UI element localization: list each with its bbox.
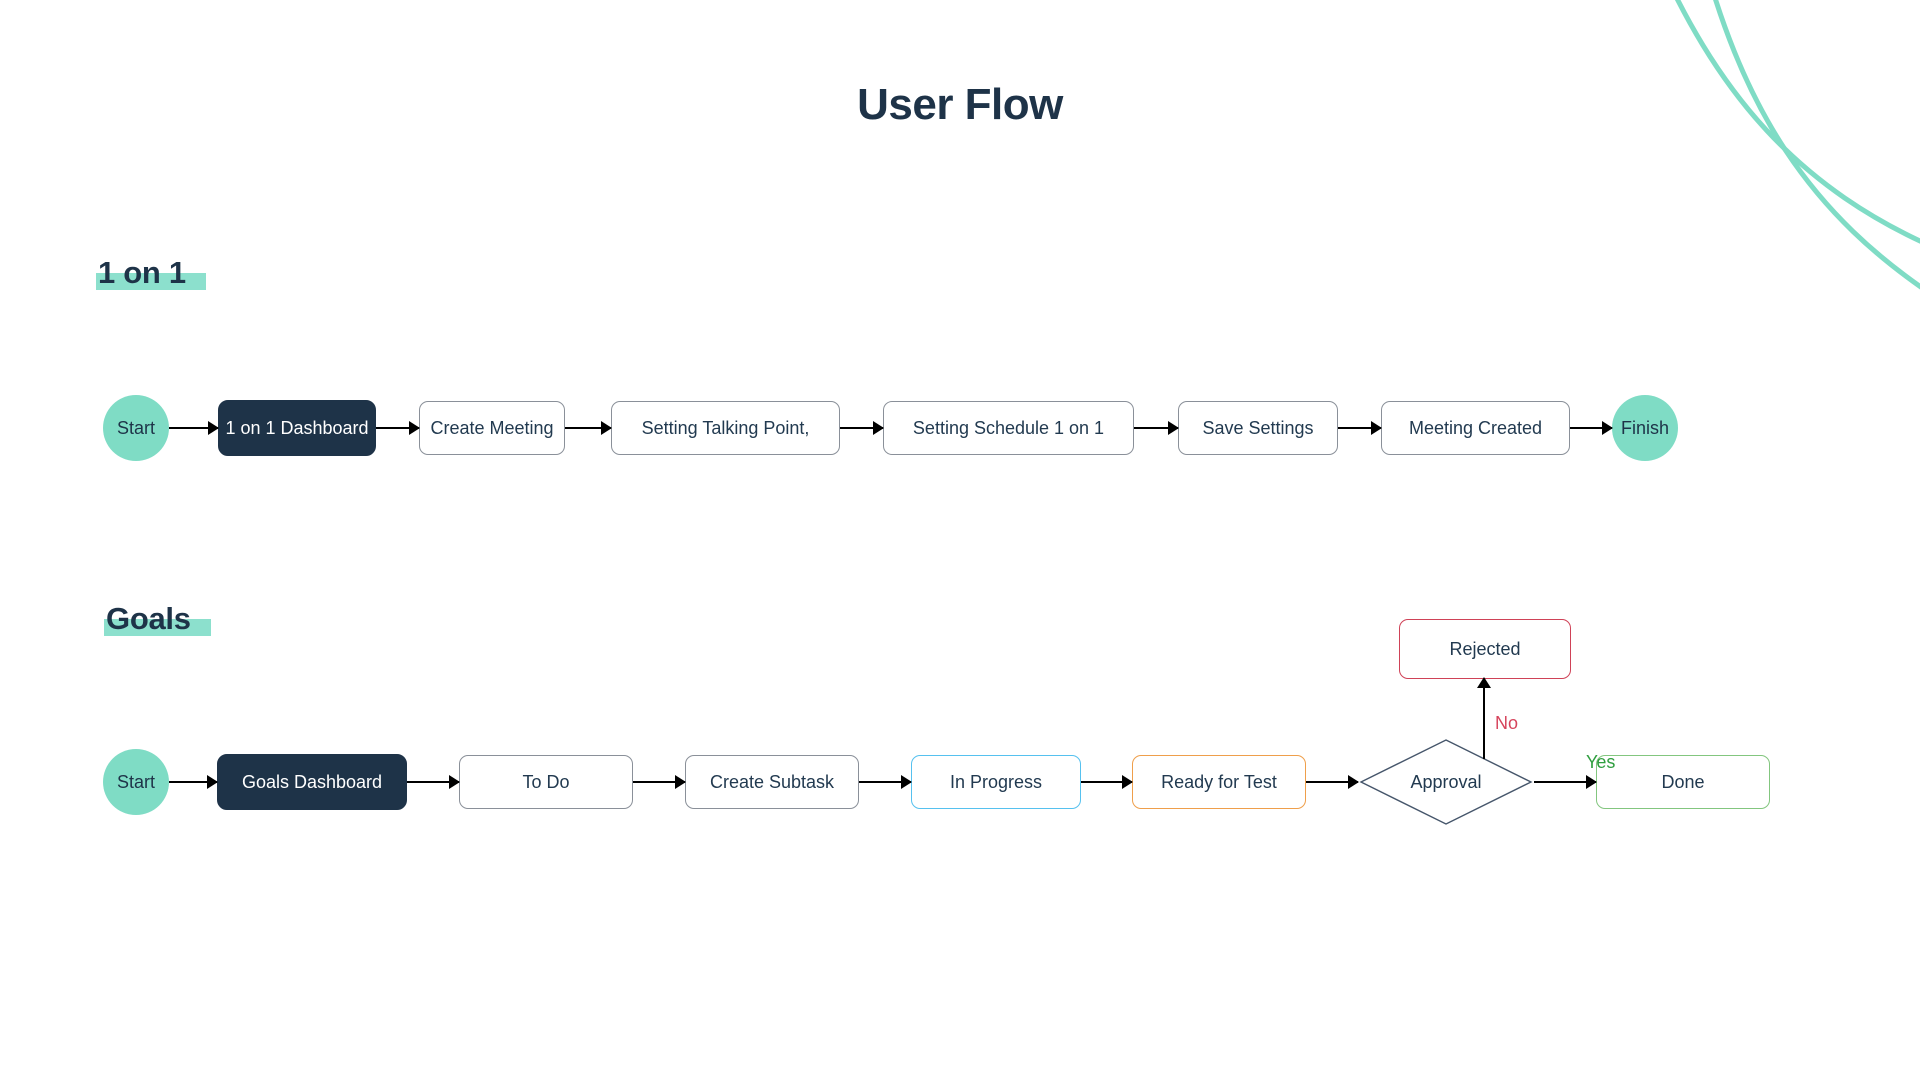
connector-arrow [1570, 427, 1612, 429]
node-meeting-created[interactable]: Meeting Created [1381, 401, 1570, 455]
node-goals-dashboard[interactable]: Goals Dashboard [217, 754, 407, 810]
connector-arrow [1338, 427, 1381, 429]
node-setting-schedule-1-on-1[interactable]: Setting Schedule 1 on 1 [883, 401, 1134, 455]
connector-arrow [169, 427, 218, 429]
connector-arrow [859, 781, 911, 783]
section-header-one-on-one: 1 on 1 [96, 255, 206, 291]
connector-arrow [840, 427, 883, 429]
connector-arrow [633, 781, 685, 783]
node-approval-label: Approval [1410, 771, 1482, 792]
flow-row-one-on-one: Start 1 on 1 Dashboard Create Meeting Se… [0, 383, 1920, 473]
connector-arrow [1134, 427, 1178, 429]
branch-no-connector [1483, 679, 1485, 759]
node-done[interactable]: Done [1596, 755, 1770, 809]
corner-curves-decoration [1674, 0, 1920, 290]
connector-arrow [169, 781, 217, 783]
diamond-shape-icon [1359, 739, 1533, 825]
flow-row-goals: Start Goals Dashboard To Do Create Subta… [0, 737, 1920, 827]
node-create-meeting[interactable]: Create Meeting [419, 401, 565, 455]
connector-arrow [407, 781, 459, 783]
node-approval-decision[interactable]: Approval [1358, 737, 1534, 827]
node-create-subtask[interactable]: Create Subtask [685, 755, 859, 809]
node-rejected[interactable]: Rejected [1399, 619, 1571, 679]
node-save-settings[interactable]: Save Settings [1178, 401, 1338, 455]
branch-no-arrowhead-icon [1477, 677, 1491, 688]
node-to-do[interactable]: To Do [459, 755, 633, 809]
page-title: User Flow [857, 80, 1063, 129]
section-header-one-on-one-label: 1 on 1 [96, 255, 206, 290]
connector-arrow [1306, 781, 1358, 783]
node-in-progress[interactable]: In Progress [911, 755, 1081, 809]
node-start-goals[interactable]: Start [103, 749, 169, 815]
connector-arrow [1534, 781, 1596, 783]
connector-arrow [1081, 781, 1132, 783]
node-ready-for-test[interactable]: Ready for Test [1132, 755, 1306, 809]
node-1-on-1-dashboard[interactable]: 1 on 1 Dashboard [218, 400, 376, 456]
node-finish-one-on-one[interactable]: Finish [1612, 395, 1678, 461]
section-header-goals: Goals [104, 601, 211, 637]
branch-label-yes: Yes [1586, 752, 1616, 772]
node-start-one-on-one[interactable]: Start [103, 395, 169, 461]
connector-arrow [376, 427, 419, 429]
section-header-goals-label: Goals [104, 601, 211, 636]
connector-arrow [565, 427, 611, 429]
node-setting-talking-point[interactable]: Setting Talking Point, [611, 401, 840, 455]
branch-label-no: No [1495, 713, 1519, 733]
